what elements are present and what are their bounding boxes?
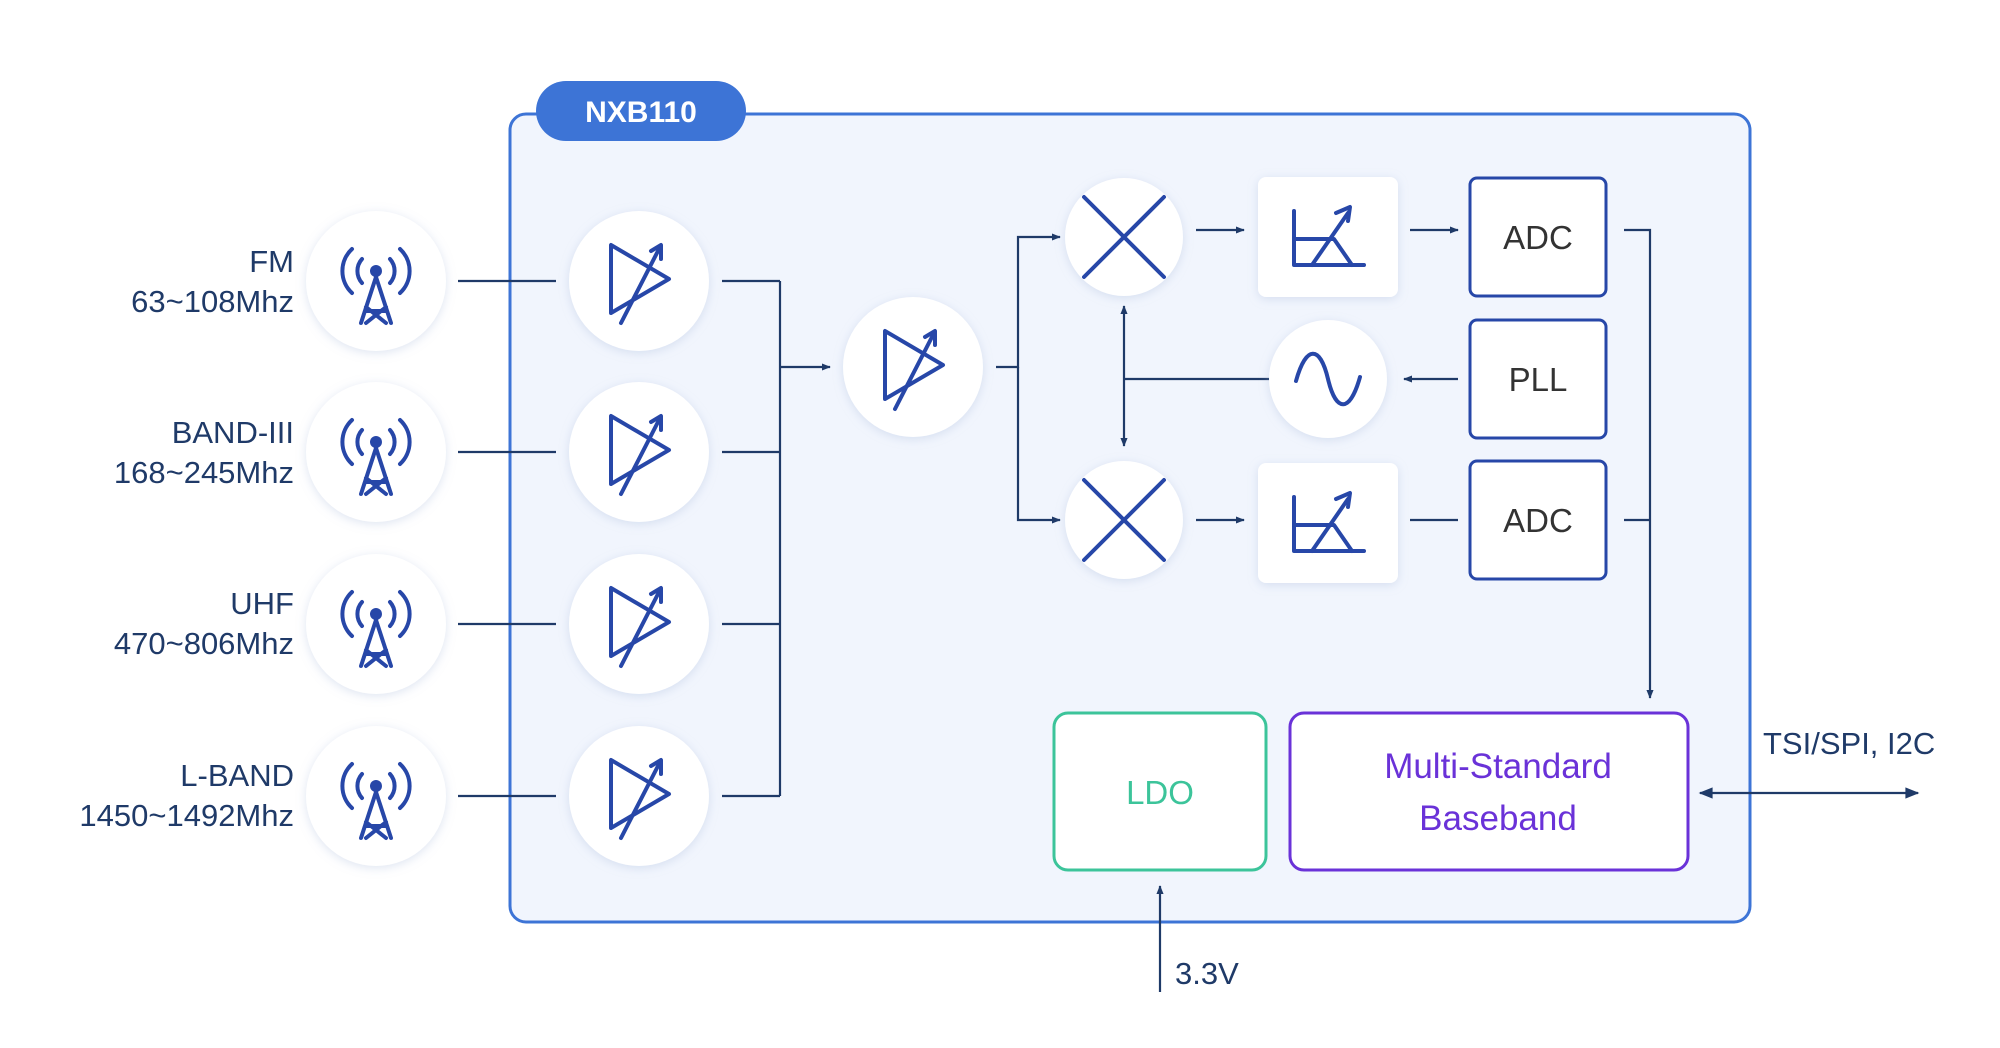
band-fm-range: 63~108Mhz: [131, 284, 294, 319]
baseband-label-line1: Multi-Standard: [1384, 747, 1612, 786]
antenna-lband: [306, 726, 446, 866]
band-uhf-name: UHF: [230, 586, 294, 621]
ldo-block: LDO: [1052, 711, 1268, 872]
antenna-fm: [306, 211, 446, 351]
mixer-i: [1065, 178, 1183, 296]
pll-label: PLL: [1509, 361, 1568, 398]
filter-q: [1258, 463, 1398, 583]
antenna-uhf: [306, 554, 446, 694]
supply-voltage-label: 3.3V: [1175, 956, 1239, 991]
lna-band3: [569, 382, 709, 522]
lna-fm: [569, 211, 709, 351]
interface-label: TSI/SPI, I2C: [1763, 726, 1935, 761]
local-oscillator: [1269, 320, 1387, 438]
filter-i: [1258, 177, 1398, 297]
band-uhf-range: 470~806Mhz: [114, 626, 294, 661]
band-lband-name: L-BAND: [180, 758, 294, 793]
ldo-label: LDO: [1126, 774, 1194, 811]
signal-wires: [458, 226, 1920, 992]
baseband-block: Multi-Standard Baseband: [1288, 711, 1690, 872]
lna-lband: [569, 726, 709, 866]
chip-name: NXB110: [585, 96, 697, 129]
band-fm-name: FM: [249, 244, 294, 279]
mixer-q: [1065, 461, 1183, 579]
chip-name-badge: [536, 81, 746, 141]
antenna-band3: [306, 382, 446, 522]
combining-amplifier: [843, 297, 983, 437]
adc-bottom-block: ADC: [1468, 459, 1608, 581]
adc-top-block: ADC: [1468, 176, 1608, 298]
pll-block: PLL: [1468, 318, 1608, 440]
band-band3-name: BAND-III: [172, 415, 294, 450]
adc-top-label: ADC: [1503, 219, 1573, 256]
lna-uhf: [569, 554, 709, 694]
band-labels: FM 63~108Mhz BAND-III 168~245Mhz UHF 470…: [79, 244, 294, 833]
band-band3-range: 168~245Mhz: [114, 455, 294, 490]
adc-bottom-label: ADC: [1503, 502, 1573, 539]
band-lband-range: 1450~1492Mhz: [79, 798, 294, 833]
baseband-label-line2: Baseband: [1419, 799, 1577, 838]
